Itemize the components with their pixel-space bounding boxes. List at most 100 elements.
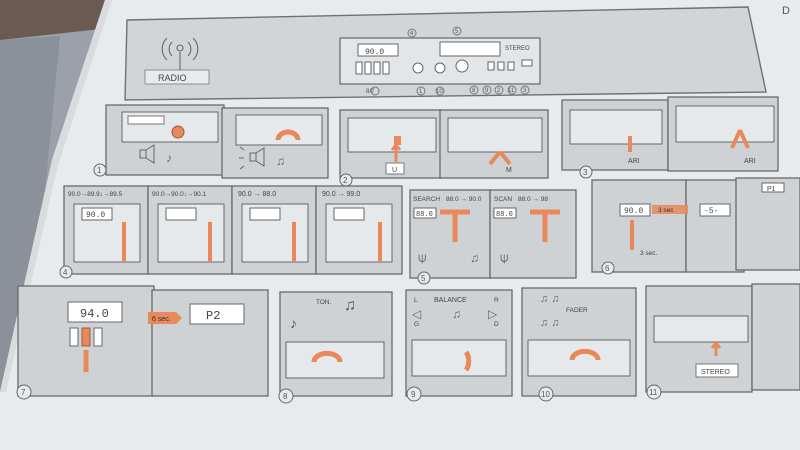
p1-box: [761, 182, 785, 193]
step-4-number: 4: [63, 268, 68, 277]
m-caption: M: [506, 167, 512, 174]
step9-unit: [411, 339, 507, 377]
search-seq: 88.0 → 90.0: [446, 196, 482, 203]
stereo-label: STEREO: [505, 46, 530, 52]
step11-arrow: [710, 340, 722, 356]
disp-90-6: 90.0: [624, 207, 643, 216]
scan-t-arrow: [530, 209, 560, 242]
step2-a-unit: [347, 117, 437, 153]
step4-displays: [81, 207, 365, 221]
music-notes-9: ♫: [452, 307, 461, 321]
speaker-icon: [139, 144, 155, 164]
stereo-caption-box: [695, 363, 739, 378]
speaker-icon-loud: [239, 146, 265, 170]
step-10-badge: [538, 386, 554, 402]
row1-panels: ♪ ♫ 1 U M 2 ARI ARI 3: [93, 96, 779, 187]
music-note-icon: ♪: [166, 151, 172, 165]
music-notes-5: ♫: [470, 251, 479, 265]
step3-b-arrows: [730, 129, 750, 149]
antenna-icon-5a: ⍦: [418, 249, 426, 265]
radio-display-freq: 90.0: [365, 48, 384, 57]
step7-display-b: [189, 303, 245, 325]
scan-display: [493, 207, 517, 219]
step-2-number: 2: [343, 176, 348, 185]
speaker-right-icon: ▷: [488, 307, 498, 321]
arrow-6sec-shape: [148, 312, 182, 324]
step-9-badge: [406, 386, 422, 402]
disp-88-search: 88.0: [416, 211, 433, 219]
callout-87: 8/7: [366, 89, 375, 95]
stereo-caption: STEREO: [701, 369, 730, 376]
search-display: [413, 207, 437, 219]
step-11-badge: [646, 384, 662, 400]
step7-btn-3: [93, 327, 103, 347]
scan-label: SCAN: [494, 196, 512, 203]
step4-orange-arrows: [122, 222, 382, 262]
step-6-badge: [601, 261, 615, 275]
step7-display: [67, 301, 123, 323]
step-4-badge: [59, 265, 73, 279]
step6-panel-a: [591, 179, 687, 273]
step2-a-arrow: [390, 142, 402, 162]
callout-5: 5: [455, 29, 459, 35]
step6-panel-c: [735, 177, 800, 271]
disp-dash5: -5-: [704, 207, 718, 216]
p1-label: P1: [767, 186, 776, 193]
step-5-badge: [417, 271, 431, 285]
step8-unit: [285, 341, 385, 379]
radio-antenna-icon: [161, 37, 199, 70]
balance-d: D: [494, 321, 499, 328]
bass-clef-icon: ♪: [290, 315, 297, 331]
callout-10: 10: [436, 89, 443, 95]
balance-g: G: [414, 321, 419, 328]
step6-display: [619, 203, 651, 217]
seq-3: 90.0 → 88.0: [238, 191, 276, 198]
row3-panels: 94.0 6 sec. P2 7 TON. ♫ ♪ 8 L BALANCE R …: [16, 283, 800, 404]
step7-btn-1: [69, 327, 79, 347]
step2-a-highlight: [394, 136, 401, 145]
scan-seq: 88.0 → 98: [518, 196, 548, 203]
row2-panels: 90.0→89.9↓→89.5 90.0→90.0↓→90.1 90.0 → 8…: [59, 177, 800, 285]
balance-l: L: [414, 297, 418, 304]
disp-90a: 90.0: [86, 211, 105, 220]
antenna-icon-5b: ⍦: [500, 249, 508, 265]
search-t-arrow: [440, 209, 470, 242]
step3-a-unit: [569, 109, 663, 145]
treble-clef-icon: ♫: [344, 297, 356, 314]
callout-4: 4: [410, 31, 414, 37]
u-caption-box: [385, 162, 405, 175]
corner-text: D: [782, 5, 790, 17]
radio-label-box: [144, 69, 210, 85]
step9-rotate: [463, 350, 472, 372]
arrow-3sec: 3 sec: [658, 207, 674, 214]
music-notes-10a: ♫ ♫: [540, 293, 560, 305]
step5-panel-scan: [489, 189, 577, 279]
step-8-badge: [278, 388, 294, 404]
step10-rotate: [569, 348, 601, 361]
seq-1: 90.0→89.9↓→89.5: [68, 191, 123, 198]
callout-9: 9: [485, 88, 489, 94]
seq-4: 90.0 → 99.0: [322, 191, 360, 198]
seq-2: 90.0→90.0↓→90.1: [152, 191, 207, 198]
radio-buttons: [355, 59, 533, 75]
callout-2: 2: [497, 88, 501, 94]
callout-8: 8: [472, 88, 476, 94]
step-1-number: 1: [97, 166, 102, 175]
step-10-number: 10: [541, 390, 550, 399]
step-7-badge: [16, 384, 32, 400]
step-9-number: 9: [411, 390, 416, 399]
disp-p2: P2: [206, 309, 220, 323]
speaker-left-icon: ◁: [412, 307, 422, 321]
step-11-number: 11: [649, 388, 658, 397]
arrow-6sec: 6 sec.: [152, 316, 171, 323]
step1-panel-b-unit: [235, 114, 323, 146]
step11-panel-b: [751, 283, 800, 391]
music-notes-10b: ♫ ♫: [540, 317, 560, 329]
step-6-number: 6: [605, 264, 610, 273]
step-3-badge: [579, 165, 593, 179]
fader-label: FADER: [566, 307, 588, 314]
disp-94: 94.0: [80, 307, 109, 321]
step-8-number: 8: [283, 392, 288, 401]
ari-caption-a: ARI: [628, 158, 640, 165]
